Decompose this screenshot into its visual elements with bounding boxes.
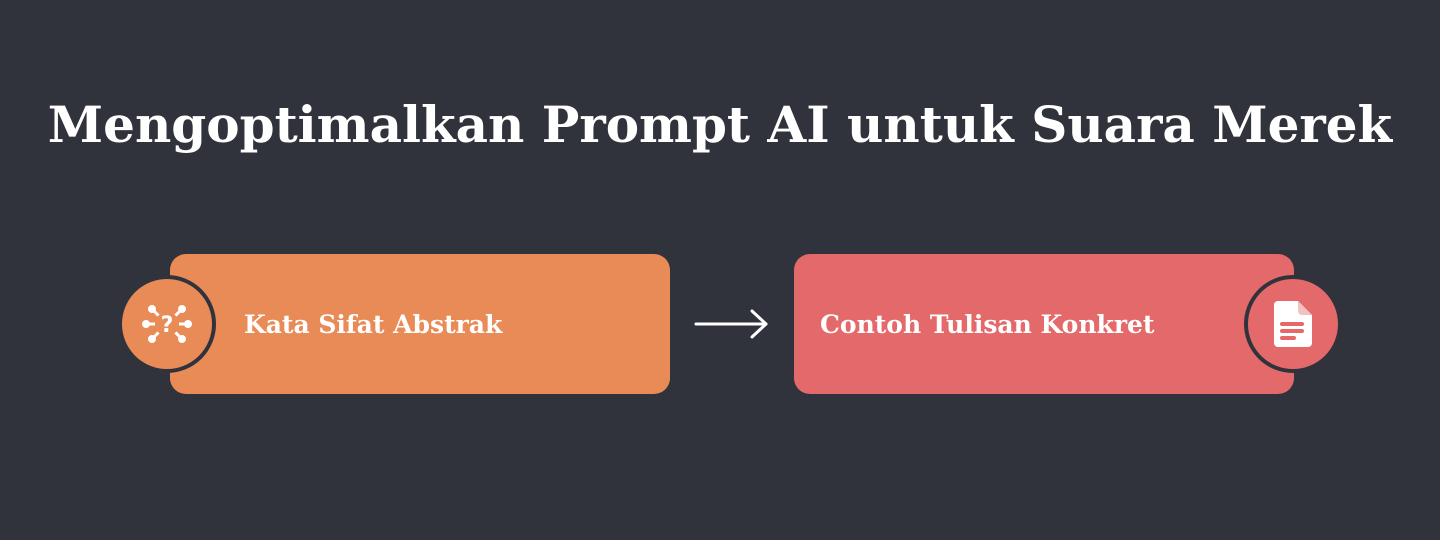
document-icon: [1244, 275, 1342, 373]
right-arrow-icon: [694, 309, 768, 339]
target-card: Contoh Tulisan Konkret: [794, 254, 1294, 394]
source-card-label: Kata Sifat Abstrak: [244, 309, 503, 339]
target-card-label: Contoh Tulisan Konkret: [820, 309, 1155, 339]
page-title: Mengoptimalkan Prompt AI untuk Suara Mer…: [47, 95, 1393, 154]
abstract-question-network-icon: ?: [118, 275, 216, 373]
svg-text:?: ?: [161, 313, 174, 338]
source-card: Kata Sifat Abstrak: [170, 254, 670, 394]
